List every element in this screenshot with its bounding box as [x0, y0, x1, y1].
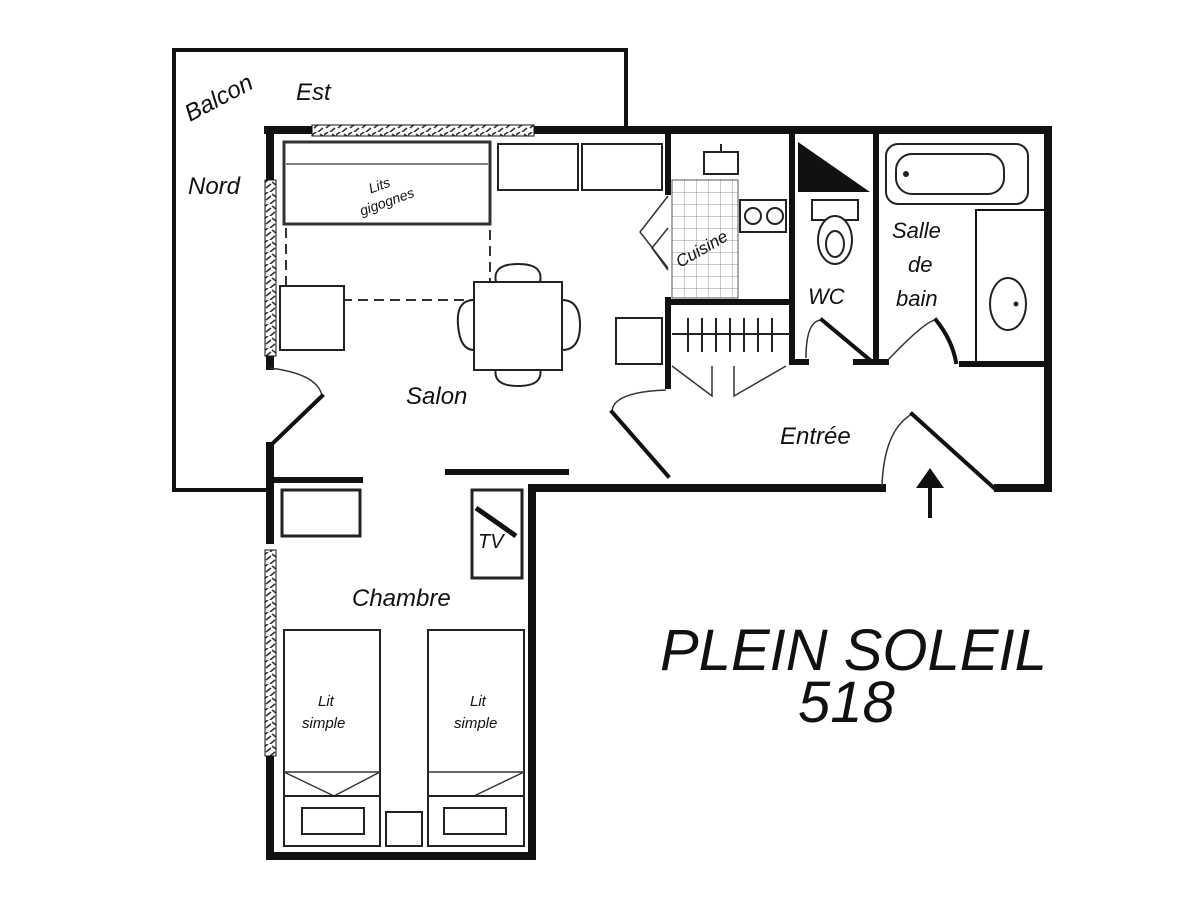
label-salon: Salon [406, 383, 467, 410]
window-north-top [311, 124, 535, 137]
tv-icon [470, 488, 524, 580]
label-nord: Nord [188, 173, 241, 200]
window-west-chambre [264, 549, 277, 757]
armchair [279, 285, 345, 351]
label-bain: bain [896, 286, 938, 311]
dining-table [456, 262, 582, 388]
label-wc: WC [808, 284, 845, 309]
label-chambre: Chambre [352, 585, 451, 612]
entry-arrow-icon [916, 468, 944, 518]
wardrobe [672, 318, 790, 352]
label-de: de [908, 252, 932, 277]
label-lit1-a: Lit [318, 693, 335, 710]
label-lit2-a: Lit [470, 693, 487, 710]
cabinet-2 [581, 143, 663, 191]
interior-walls [273, 131, 1049, 483]
single-bed-1 [283, 629, 381, 847]
label-balcon: Balcon [180, 69, 257, 127]
label-lit1-b: simple [302, 715, 345, 732]
washbasin-icon [989, 277, 1027, 331]
label-lit2-b: simple [454, 715, 497, 732]
plan-number: 518 [798, 670, 895, 735]
window-west-salon [264, 179, 277, 357]
label-entree: Entrée [780, 423, 851, 450]
door-swings [269, 195, 997, 491]
exterior-walls [264, 126, 1052, 860]
kitchen [671, 144, 787, 299]
label-salle: Salle [892, 218, 941, 243]
side-table [615, 317, 663, 365]
toilet-icon [798, 142, 870, 265]
svg-text:Lits: Lits [366, 174, 392, 196]
plan-title: PLEIN SOLEIL [660, 618, 1047, 683]
bathtub-icon [885, 143, 1029, 205]
single-bed-2 [427, 629, 525, 847]
label-est: Est [296, 79, 332, 106]
dresser [280, 488, 362, 538]
balcony-outline [172, 48, 628, 492]
label-tv: TV [478, 531, 505, 553]
cabinet-1 [497, 143, 579, 191]
bunk-beds [282, 140, 492, 301]
nightstand [385, 811, 423, 847]
